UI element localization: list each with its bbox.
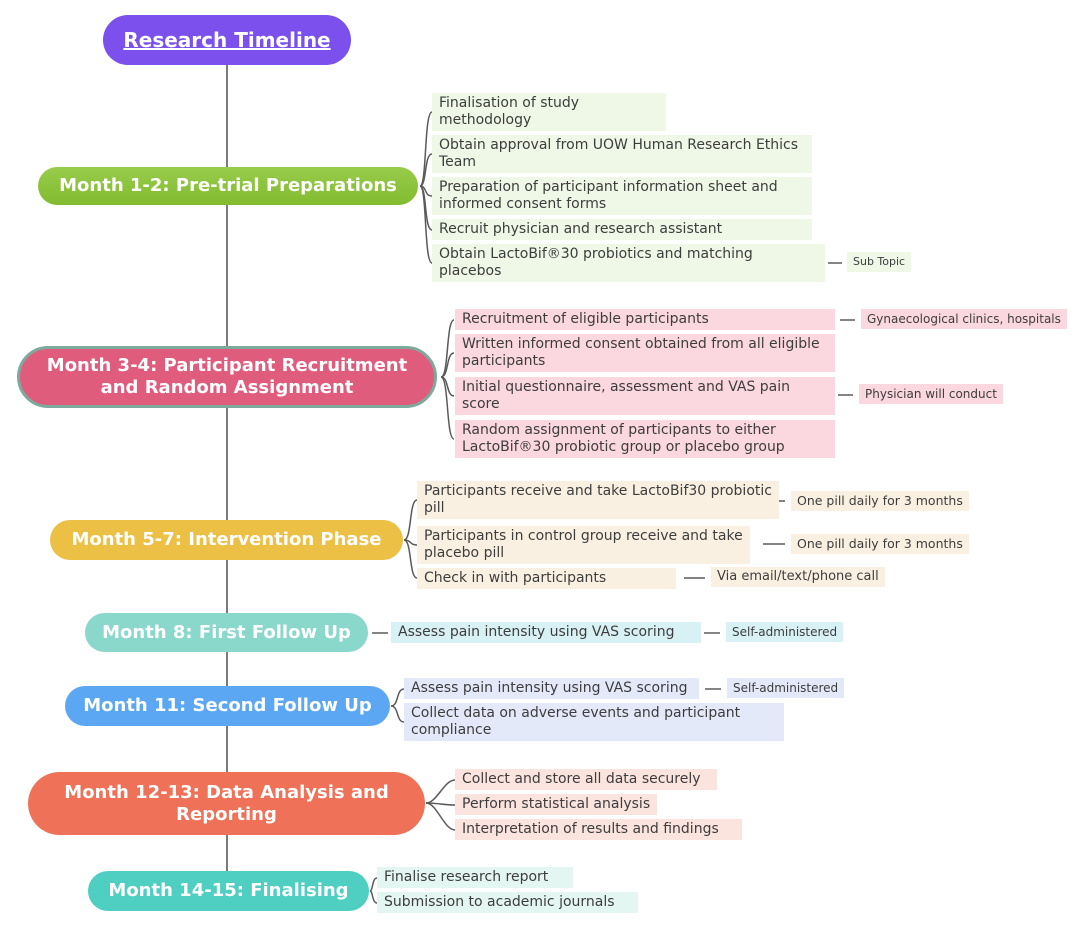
topic-recruitment-participants[interactable]: Recruitment of eligible participants: [455, 309, 835, 330]
node-month-3-4[interactable]: Month 3-4: Participant Recruitment and R…: [17, 346, 437, 408]
node-month-8[interactable]: Month 8: First Follow Up: [85, 613, 368, 652]
node-month-12-13[interactable]: Month 12-13: Data Analysis and Reporting: [28, 772, 425, 835]
note-self-administered-1[interactable]: Self-administered: [726, 622, 844, 642]
topic-finalisation-methodology[interactable]: Finalisation of study methodology: [432, 93, 666, 131]
topic-check-in[interactable]: Check in with participants: [417, 568, 676, 589]
note-one-pill-daily-2[interactable]: One pill daily for 3 months: [791, 534, 969, 554]
note-self-administered-2[interactable]: Self-administered: [727, 678, 845, 698]
node-research-timeline[interactable]: Research Timeline: [103, 15, 351, 65]
node-month-11[interactable]: Month 11: Second Follow Up: [65, 686, 390, 726]
note-one-pill-daily-1[interactable]: One pill daily for 3 months: [791, 491, 969, 511]
note-sub-topic[interactable]: Sub Topic: [847, 252, 912, 272]
node-month-1-2[interactable]: Month 1-2: Pre-trial Preparations: [38, 167, 418, 205]
topic-initial-questionnaire[interactable]: Initial questionnaire, assessment and VA…: [455, 377, 835, 415]
topic-data-storage[interactable]: Collect and store all data securely: [455, 769, 717, 790]
topic-ethics-approval[interactable]: Obtain approval from UOW Human Research …: [432, 135, 812, 173]
topic-statistical-analysis[interactable]: Perform statistical analysis: [455, 794, 658, 815]
topic-placebo-pill[interactable]: Participants in control group receive an…: [417, 526, 750, 564]
note-physician-conduct[interactable]: Physician will conduct: [859, 384, 1003, 404]
topic-vas-scoring-second[interactable]: Assess pain intensity using VAS scoring: [404, 678, 699, 699]
topic-finalise-report[interactable]: Finalise research report: [377, 867, 573, 888]
topic-journal-submission[interactable]: Submission to academic journals: [377, 892, 638, 913]
topic-consent-forms-prep[interactable]: Preparation of participant information s…: [432, 177, 812, 215]
topic-vas-scoring-first[interactable]: Assess pain intensity using VAS scoring: [391, 622, 701, 643]
node-month-14-15[interactable]: Month 14-15: Finalising: [88, 871, 369, 911]
node-month-5-7[interactable]: Month 5-7: Intervention Phase: [50, 520, 403, 560]
note-clinics-hospitals[interactable]: Gynaecological clinics, hospitals: [861, 309, 1067, 329]
topic-probiotic-pill[interactable]: Participants receive and take LactoBif30…: [417, 481, 779, 519]
topic-interpretation-results[interactable]: Interpretation of results and findings: [455, 819, 742, 840]
root-title: Research Timeline: [123, 28, 331, 52]
topic-obtain-probiotics[interactable]: Obtain LactoBif®30 probiotics and matchi…: [432, 244, 825, 282]
topic-written-consent[interactable]: Written informed consent obtained from a…: [455, 334, 835, 372]
topic-recruit-staff[interactable]: Recruit physician and research assistant: [432, 219, 812, 240]
note-via-contact[interactable]: Via email/text/phone call: [711, 567, 885, 587]
topic-adverse-events[interactable]: Collect data on adverse events and parti…: [404, 703, 784, 741]
topic-random-assignment[interactable]: Random assignment of participants to eit…: [455, 420, 835, 458]
